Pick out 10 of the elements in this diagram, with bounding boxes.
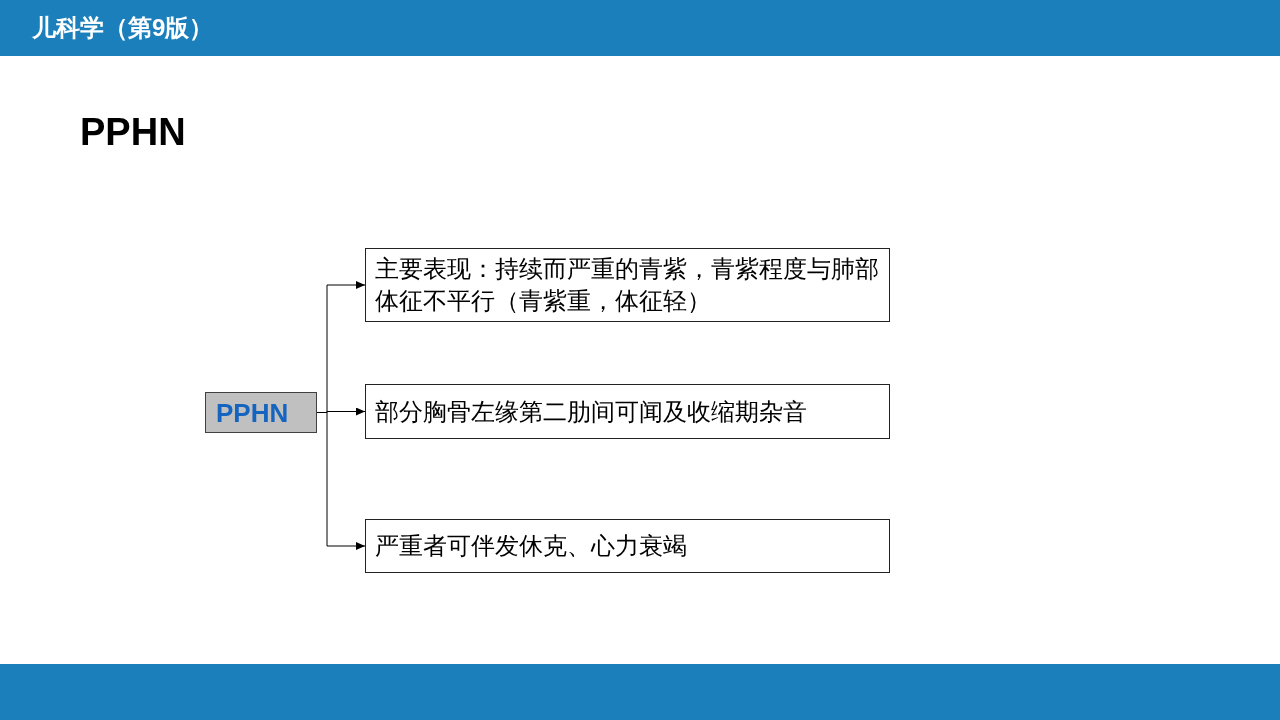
box-text: 部分胸骨左缘第二肋间可闻及收缩期杂音 <box>375 397 808 427</box>
content-box <box>365 248 890 322</box>
topic-label: PPHN <box>216 399 289 426</box>
header-title: 儿科学（第9版） <box>32 13 214 43</box>
content-box <box>365 384 890 439</box>
box-text: 主要表现：持续而严重的青紫，青紫程度与肺部体征不平行（青紫重，体征轻） <box>375 255 880 316</box>
slide-title: PPHN <box>80 110 186 155</box>
topic-box <box>205 392 317 433</box>
box-text: 严重者可伴发休克、心力衰竭 <box>375 532 688 561</box>
content-box <box>365 519 890 573</box>
